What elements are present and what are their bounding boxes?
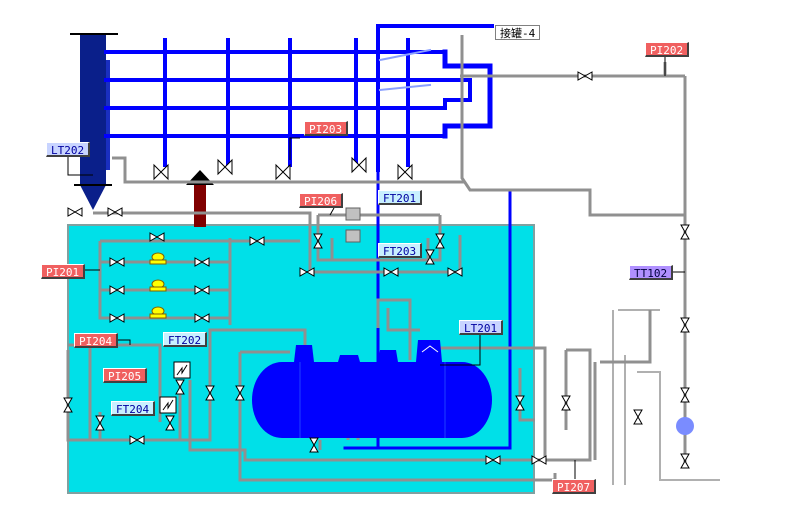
filter-icon <box>345 207 361 243</box>
ft204-tag[interactable]: FT204 <box>111 401 156 416</box>
lt201-tag[interactable]: LT201 <box>459 320 504 335</box>
ft201-tag[interactable]: FT201 <box>378 190 423 205</box>
column-icon <box>70 33 118 210</box>
tt102-tag[interactable]: TT102 <box>629 265 674 280</box>
pi204-tag[interactable]: PI204 <box>74 333 119 348</box>
lt202-tag[interactable]: LT202 <box>46 142 91 157</box>
ft202-tag[interactable]: FT202 <box>163 332 208 347</box>
brown-riser <box>186 170 214 227</box>
pi205-tag[interactable]: PI205 <box>103 368 148 383</box>
storage-tank <box>252 340 492 438</box>
pi201-tag[interactable]: PI201 <box>41 264 86 279</box>
pi206-tag[interactable]: PI206 <box>299 193 344 208</box>
pi207-tag[interactable]: PI207 <box>552 479 597 494</box>
grey-outlines <box>612 309 720 485</box>
pi203-tag[interactable]: PI203 <box>304 121 349 136</box>
tank-link-label: 接罐-4 <box>495 25 541 40</box>
ft203-tag[interactable]: FT203 <box>378 243 423 258</box>
control-valve-icon <box>149 252 167 319</box>
flow-meter-icon <box>173 361 191 379</box>
blue-manifold <box>104 24 512 450</box>
pump-icon <box>676 395 694 455</box>
pi202-tag[interactable]: PI202 <box>645 42 690 57</box>
valve-icon <box>63 71 690 469</box>
flow-meter-icon <box>159 396 177 414</box>
